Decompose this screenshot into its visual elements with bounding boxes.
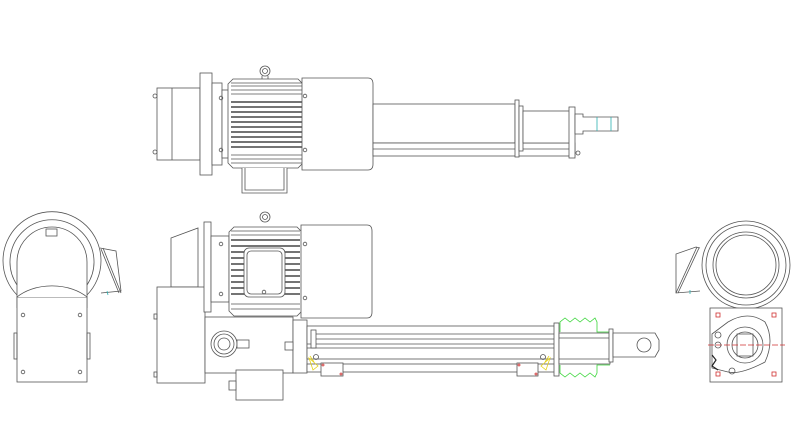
limit-block-left — [320, 362, 344, 377]
gearbox-upper — [170, 227, 199, 288]
output-hub — [210, 330, 238, 358]
bellows-bottom — [559, 364, 610, 378]
gearbox-lower — [156, 286, 206, 384]
actuator-tube — [372, 103, 516, 144]
terminal-cover — [675, 246, 701, 294]
front-flange — [553, 322, 560, 377]
bellows-top — [559, 317, 610, 333]
clevis-end — [612, 332, 660, 358]
brake-box — [235, 369, 284, 401]
switch-mechanism — [711, 354, 719, 371]
adapter-plate — [292, 319, 308, 374]
fan-cover — [300, 224, 373, 319]
limit-switch-right — [540, 354, 546, 360]
gearbox-housing — [156, 87, 201, 161]
fan-cover-circle — [701, 220, 791, 310]
motor-fins — [231, 82, 302, 164]
flange — [203, 221, 212, 313]
side-plate — [16, 296, 88, 383]
front-view — [153, 211, 660, 401]
outer-housing-arc — [2, 211, 102, 296]
motor-body — [227, 78, 304, 169]
inner-tube — [522, 110, 571, 144]
top-view — [152, 65, 619, 194]
limit-block-right — [516, 362, 539, 377]
right-side-view — [675, 220, 791, 383]
eyebolt — [259, 65, 271, 77]
pin-hole — [636, 337, 652, 353]
sensor-right — [540, 355, 551, 371]
terminal-box — [243, 247, 286, 298]
bolt-marks — [715, 312, 777, 377]
fan-cover — [301, 77, 374, 171]
rod-end — [574, 113, 619, 135]
terminal-cover — [99, 247, 122, 294]
eyebolt — [259, 211, 271, 223]
mounting-flange — [199, 72, 213, 176]
limit-switch-left — [313, 354, 319, 360]
guide-rod — [372, 142, 576, 157]
motor-foot — [241, 168, 288, 194]
actuator-frame — [306, 325, 556, 360]
crank-arm — [711, 315, 771, 373]
sensor-left — [308, 355, 319, 371]
left-side-view — [2, 211, 122, 383]
